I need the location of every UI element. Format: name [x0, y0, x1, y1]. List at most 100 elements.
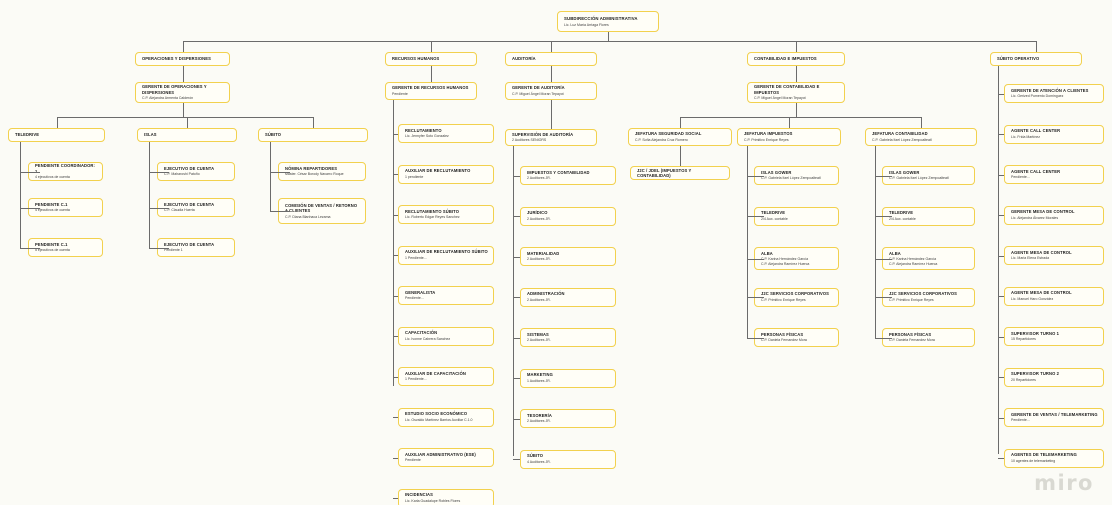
leaf-rh-8[interactable]: AUXILIAR ADMINISTRATIVO (ESE)Pendiente	[398, 448, 494, 467]
division-header-auditoria[interactable]: AUDITORÍA	[505, 52, 597, 66]
connector-elbow	[513, 256, 520, 258]
division-header-subito-operativo[interactable]: SÚBITO OPERATIVO	[990, 52, 1082, 66]
connector-elbow	[393, 133, 398, 135]
leaf-operaciones-0-0[interactable]: Pendiente Coordinador: 14 ejecutivos de …	[28, 162, 103, 181]
group-header-teledrive[interactable]: TELEDRIVE	[8, 128, 105, 142]
connector-jss-down	[680, 146, 681, 166]
node-title: IMPUESTOS Y CONTABILIDAD	[527, 169, 590, 175]
node-subtitle: Pendiente	[405, 458, 421, 463]
connector-elbow	[149, 171, 169, 173]
node-subtitle: 2/4 Aux. contable	[761, 216, 788, 221]
node-subtitle: Master. César Borody Navarro Roque	[285, 172, 344, 177]
node-subtitle: Lic. Maria Elena Estrada	[1011, 256, 1050, 261]
leaf-cont-0-0[interactable]: J2C / JDEL (IMPUESTOS Y CONTABILIDAD)	[630, 166, 730, 180]
node-title: SISTEMAS	[527, 331, 549, 337]
node-title: PERSONAS FÍSICAS	[889, 331, 932, 337]
node-subtitle: Lic. Ivonne Cabrera Sanchez	[405, 336, 451, 341]
connector-elbow	[20, 207, 40, 209]
node-title: AUXILIAR DE CAPACITACIÓN	[405, 370, 466, 376]
node-title: OPERACIONES Y DISPERSIONES	[142, 56, 211, 62]
division-header-contabilidad[interactable]: CONTABILIDAD E IMPUESTOS	[747, 52, 845, 66]
division-header-operaciones[interactable]: OPERACIONES Y DISPERSIONES	[135, 52, 230, 66]
node-title: TESORERÍA	[527, 412, 552, 418]
node-title: AUXILIAR ADMINISTRATIVO (ESE)	[405, 451, 476, 457]
connector-elbow	[875, 216, 892, 217]
node-subtitle: C.P. Daniela Fernandez Mora	[889, 338, 935, 343]
node-title: SÚBITO OPERATIVO	[997, 56, 1040, 62]
node-title: RECLUTAMIENTO	[405, 127, 442, 133]
division-header-recursos-humanos[interactable]: RECURSOS HUMANOS	[385, 52, 477, 66]
group-header-islas[interactable]: ISLAS	[137, 128, 237, 142]
node-title: RECURSOS HUMANOS	[392, 56, 440, 62]
node-title: AGENTE CALL CENTER	[1011, 128, 1061, 134]
connector-root-down	[608, 32, 609, 41]
node-subtitle: 20 Repartidores	[1011, 377, 1036, 382]
node-title: Pendiente C.1	[35, 241, 68, 247]
group-header-súbito[interactable]: SÚBITO	[258, 128, 368, 142]
node-title: AUXILIAR DE RECLUTAMIENTO	[405, 168, 471, 174]
connector-elbow	[875, 337, 892, 339]
node-subtitle: 2 Auditores JR.	[527, 338, 551, 343]
node-title: Pendiente Coordinador: 1	[35, 163, 95, 173]
connector-elbow	[998, 336, 1004, 338]
connector-op-group-drop-0	[56, 117, 58, 128]
node-title: ISLAS	[144, 132, 157, 138]
connector-cont-group-drop-2	[921, 117, 922, 128]
node-subtitle: Lic. Roberto Edgar Reyes Sanchez	[405, 215, 460, 220]
connector-group-spine	[270, 142, 271, 211]
connector-elbow	[20, 247, 40, 249]
